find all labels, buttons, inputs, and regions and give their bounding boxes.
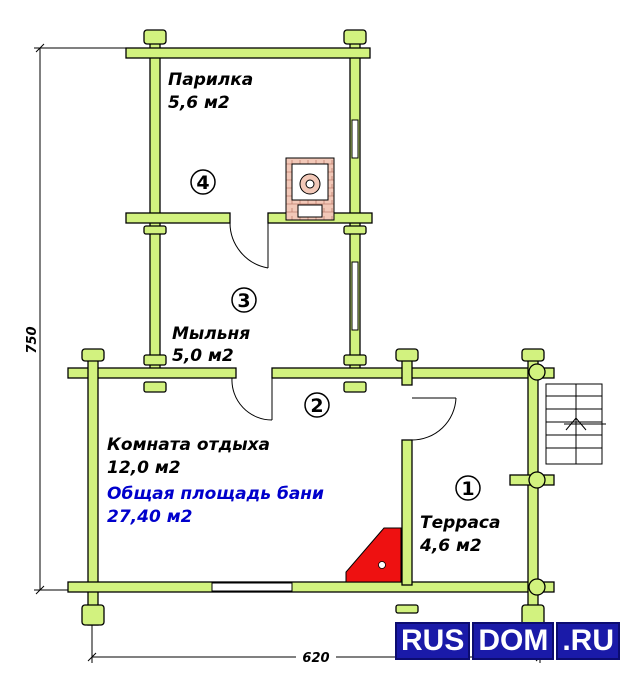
logo-part-dom: DOM: [472, 622, 555, 660]
washing-room-name: Мыльня: [172, 324, 250, 344]
logo-part-rus: RUS: [394, 622, 471, 660]
svg-text:2: 2: [310, 395, 323, 417]
room-number-1: 1: [455, 475, 481, 501]
terrace-area: 4,6 м2: [419, 536, 482, 556]
total-area-value: 27,40 м2: [107, 507, 192, 527]
washing-room-area: 5,0 м2: [172, 346, 234, 366]
terrace-name: Терраса: [420, 513, 500, 533]
dimension-height-label: 750: [25, 326, 40, 353]
terrace-posts: [528, 363, 546, 596]
entry-stairs: [545, 383, 606, 465]
doors: [229, 221, 457, 441]
fireplace: [345, 527, 402, 583]
rest-room-area: 12,0 м2: [107, 458, 181, 478]
steam-room-name: Парилка: [168, 70, 253, 90]
room-number-4: 4: [190, 169, 216, 195]
total-area-label: Общая площадь бани: [107, 484, 324, 504]
svg-text:1: 1: [461, 478, 474, 500]
walls: [67, 29, 555, 626]
sauna-stove: [285, 157, 335, 221]
dimension-width-label: 620: [302, 651, 329, 666]
windows: [211, 119, 359, 592]
steam-room-area: 5,6 м2: [168, 93, 230, 113]
room-number-2: 2: [304, 392, 330, 418]
svg-text:4: 4: [196, 172, 209, 194]
logo-part-ru: .RU: [556, 622, 620, 660]
room-number-3: 3: [231, 287, 257, 313]
dimension-vertical: [34, 43, 130, 595]
site-logo: RUS DOM .RU: [394, 622, 620, 660]
svg-text:3: 3: [237, 290, 250, 312]
rest-room-name: Комната отдыха: [107, 435, 270, 455]
